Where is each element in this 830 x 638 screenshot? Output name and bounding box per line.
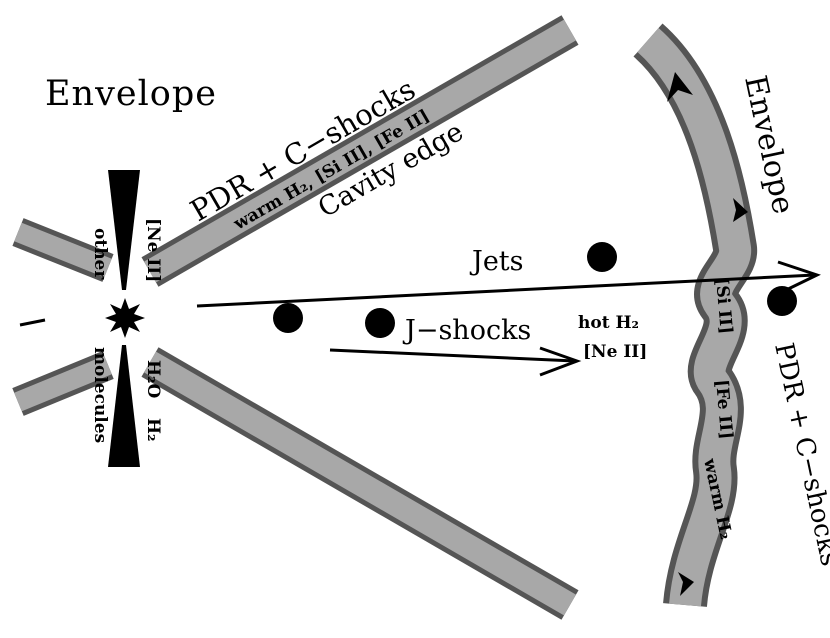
bow-shock-band	[632, 23, 758, 608]
jets-label: Jets	[469, 246, 524, 277]
flow-arrowhead-top	[667, 72, 693, 102]
other-label: other	[90, 228, 110, 280]
pdr-cshocks-label-right: PDR + C−shocks	[768, 340, 830, 569]
disk-upper-wedge	[108, 170, 140, 290]
j-shock-arrow	[329, 346, 582, 377]
ne-ii-label-right: [Ne II]	[583, 342, 647, 362]
hot-h2-label: hot H₂	[578, 313, 639, 333]
lower-cavity-wall	[141, 347, 579, 620]
molecules-label: molecules	[90, 347, 110, 443]
flow-arrowhead-mid	[733, 198, 748, 222]
jet-knot-4	[767, 286, 797, 316]
jet-knot-1	[273, 303, 303, 333]
jet-knot-2	[365, 308, 395, 338]
upper-cavity-wall	[141, 15, 579, 287]
h2o-label: H₂O	[143, 360, 163, 399]
protostar-icon	[105, 298, 145, 338]
disk-lower-wedge	[108, 345, 140, 467]
jet-arrow	[196, 260, 821, 308]
si-ii-label: [Si II]	[711, 277, 736, 335]
flow-arrowhead-bottom	[678, 572, 694, 596]
jet-knot-3	[587, 242, 617, 272]
j-shocks-label: J−shocks	[402, 315, 531, 346]
ne-ii-label-left: [Ne II]	[143, 218, 163, 282]
h2-label-left: H₂	[143, 418, 163, 442]
envelope-left-label: Envelope	[45, 74, 217, 114]
counter-jet-dash	[19, 318, 46, 327]
counter-cavity-lower	[12, 351, 114, 416]
counter-cavity-upper	[12, 218, 114, 282]
